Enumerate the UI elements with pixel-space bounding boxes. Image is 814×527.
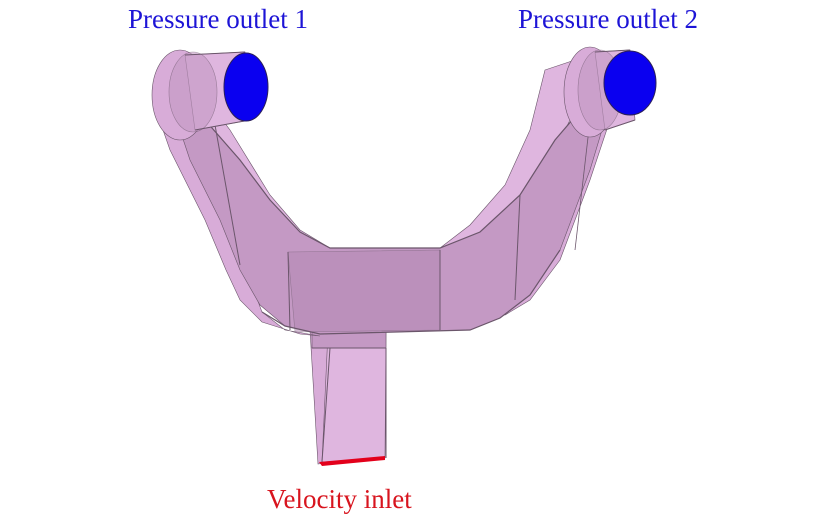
inlet-face bbox=[319, 456, 385, 466]
outlet-1-boss bbox=[151, 49, 269, 141]
pressure-outlet-2-label: Pressure outlet 2 bbox=[518, 4, 698, 34]
inlet-stem bbox=[309, 327, 387, 465]
outlet-2-boss bbox=[563, 46, 657, 138]
velocity-inlet-label: Velocity inlet bbox=[267, 484, 412, 514]
inlet-stem-front bbox=[321, 331, 387, 463]
yoke-center-band bbox=[287, 249, 441, 333]
outlet-1-face bbox=[223, 52, 269, 122]
outlet-2-face bbox=[603, 50, 657, 116]
pressure-outlet-1-label: Pressure outlet 1 bbox=[128, 4, 308, 34]
